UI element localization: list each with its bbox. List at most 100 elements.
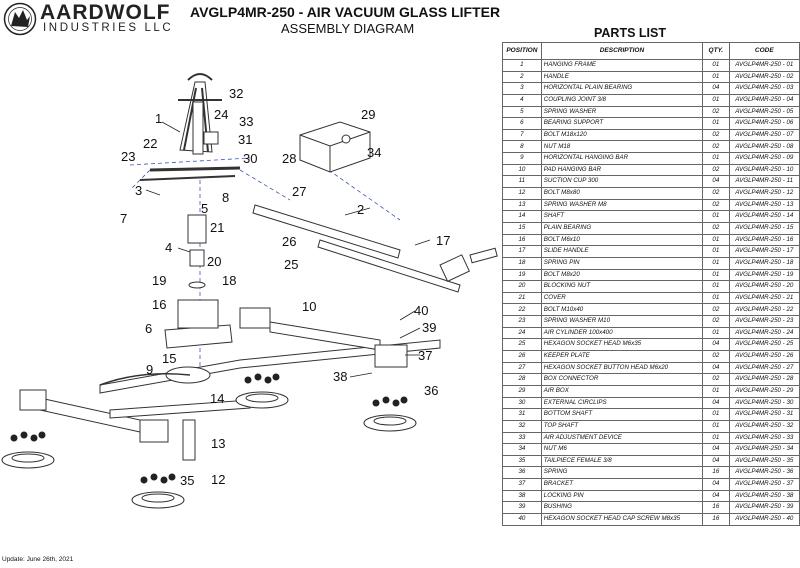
callout-17: 17 xyxy=(436,233,450,248)
cell-description: HANDLE xyxy=(540,70,704,84)
cell-position: 35 xyxy=(502,454,542,468)
cell-code: AVGLP4MR-250 - 01 xyxy=(728,59,800,72)
callout-13: 13 xyxy=(211,436,225,451)
callout-16: 16 xyxy=(152,297,166,312)
cell-position: 33 xyxy=(502,431,542,445)
cell-description: AIR ADJUSTMENT DEVICE xyxy=(540,431,704,445)
callout-7: 7 xyxy=(120,211,127,226)
callout-18: 18 xyxy=(222,273,236,288)
callout-38: 38 xyxy=(333,369,347,384)
callout-8: 8 xyxy=(222,190,229,205)
callout-23: 23 xyxy=(121,149,135,164)
cell-position: 15 xyxy=(502,221,542,235)
cell-code: AVGLP4MR-250 - 21 xyxy=(728,291,800,305)
callout-2: 2 xyxy=(357,202,364,217)
cell-code: AVGLP4MR-250 - 26 xyxy=(728,350,800,363)
cell-code: AVGLP4MR-250 - 36 xyxy=(728,466,800,480)
cell-qty: 01 xyxy=(702,431,730,445)
callout-1: 1 xyxy=(155,111,162,126)
cell-position: 31 xyxy=(502,408,542,421)
cell-qty: 04 xyxy=(702,361,730,375)
cell-code: AVGLP4MR-250 - 28 xyxy=(728,373,800,386)
cell-description: SPRING WASHER M10 xyxy=(540,315,704,328)
callout-37: 37 xyxy=(418,348,432,363)
callout-21: 21 xyxy=(210,220,224,235)
cell-description: BRACKET xyxy=(540,478,704,491)
cell-qty: 16 xyxy=(702,512,730,526)
cell-description: LOCKING PIN xyxy=(540,489,704,503)
cell-position: 7 xyxy=(502,128,542,142)
cell-position: 10 xyxy=(502,163,542,177)
cell-description: BOLT M8x80 xyxy=(540,187,704,200)
cell-code: AVGLP4MR-250 - 25 xyxy=(728,338,800,352)
cell-code: AVGLP4MR-250 - 24 xyxy=(728,326,800,340)
cell-position: 13 xyxy=(502,198,542,212)
cell-position: 14 xyxy=(502,210,542,223)
cell-description: SPRING WASHER M8 xyxy=(540,198,704,212)
cell-position: 30 xyxy=(502,396,542,410)
cell-qty: 02 xyxy=(702,187,730,200)
cell-qty: 02 xyxy=(702,163,730,177)
callout-24: 24 xyxy=(214,107,228,122)
cell-code: AVGLP4MR-250 - 13 xyxy=(728,198,800,212)
cell-qty: 01 xyxy=(702,419,730,433)
cell-code: AVGLP4MR-250 - 15 xyxy=(728,221,800,235)
cell-code: AVGLP4MR-250 - 03 xyxy=(728,82,800,95)
cell-position: 25 xyxy=(502,338,542,352)
callout-34: 34 xyxy=(367,145,381,160)
cell-code: AVGLP4MR-250 - 11 xyxy=(728,175,800,189)
cell-qty: 01 xyxy=(702,117,730,130)
table-header-row: POSITION DESCRIPTION QTY. CODE xyxy=(502,42,800,60)
cell-description: SPRING WASHER xyxy=(540,105,704,119)
cell-code: AVGLP4MR-250 - 06 xyxy=(728,117,800,130)
cell-code: AVGLP4MR-250 - 33 xyxy=(728,431,800,445)
callout-39: 39 xyxy=(422,320,436,335)
cell-qty: 02 xyxy=(702,105,730,119)
cell-description: HANGING FRAME xyxy=(540,59,704,72)
cell-qty: 16 xyxy=(702,466,730,480)
cell-position: 8 xyxy=(502,140,542,154)
cell-position: 3 xyxy=(502,82,542,95)
cell-code: AVGLP4MR-250 - 29 xyxy=(728,384,800,398)
cell-code: AVGLP4MR-250 - 05 xyxy=(728,105,800,119)
cell-description: BOLT M6x10 xyxy=(540,233,704,247)
cell-qty: 02 xyxy=(702,140,730,154)
cell-qty: 02 xyxy=(702,198,730,212)
cell-code: AVGLP4MR-250 - 32 xyxy=(728,419,800,433)
cell-description: NUT M18 xyxy=(540,140,704,154)
cell-qty: 01 xyxy=(702,70,730,84)
aardwolf-emblem-icon xyxy=(3,2,37,36)
cell-position: 23 xyxy=(502,315,542,328)
cell-qty: 16 xyxy=(702,501,730,514)
cell-code: AVGLP4MR-250 - 04 xyxy=(728,93,800,107)
cell-position: 34 xyxy=(502,443,542,456)
cell-code: AVGLP4MR-250 - 12 xyxy=(728,187,800,200)
cell-code: AVGLP4MR-250 - 10 xyxy=(728,163,800,177)
cell-qty: 01 xyxy=(702,245,730,258)
cell-description: EXTERNAL CIRCLIPS xyxy=(540,396,704,410)
callout-14: 14 xyxy=(210,391,224,406)
update-note: Update: June 26th, 2021 xyxy=(2,556,74,563)
cell-description: SPRING xyxy=(540,466,704,480)
cell-description: BUSHING xyxy=(540,501,704,514)
cell-position: 24 xyxy=(502,326,542,340)
